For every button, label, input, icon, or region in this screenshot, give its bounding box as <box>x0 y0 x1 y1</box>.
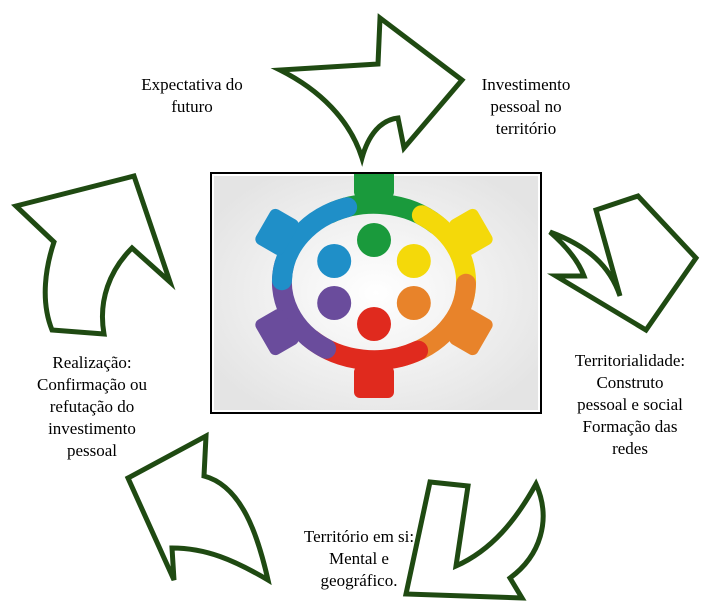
arrow-top <box>270 13 466 167</box>
label-territorio: Território em si: Mental e geográfico. <box>303 527 415 590</box>
label-territorialidade: Territorialidade: Construto pessoal e so… <box>574 351 686 458</box>
arrow-bottom-left <box>124 431 272 586</box>
center-image-frame <box>210 172 542 414</box>
label-realizacao: Realização: Confirmação ou refutação do … <box>37 353 147 460</box>
label-expectativa: Expectativa do futuro <box>141 75 243 116</box>
arrow-right <box>546 193 700 334</box>
teamwork-circle-icon <box>214 174 538 410</box>
arrow-left <box>10 173 176 337</box>
label-investimento: Investimento pessoal no território <box>481 75 571 138</box>
arrow-bottom-right <box>402 478 546 601</box>
team-figure <box>255 197 358 291</box>
